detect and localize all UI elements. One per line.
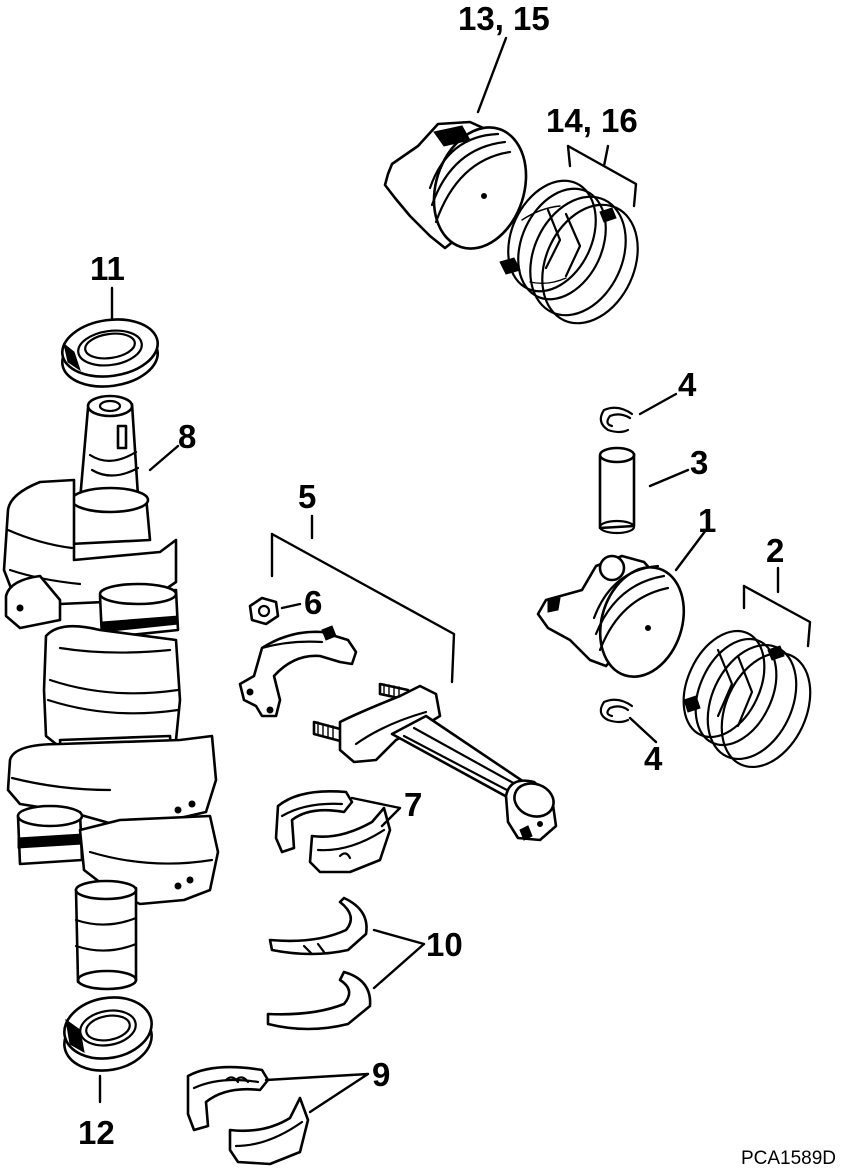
piston-13-15 (383, 120, 528, 250)
callout-5: 5 (298, 478, 316, 515)
oil-seal-12 (63, 996, 153, 1072)
callout-6: 6 (304, 584, 322, 621)
wrist-pin-3 (598, 446, 636, 535)
callout-11: 11 (90, 250, 125, 287)
callout-14-16: 14, 16 (546, 102, 638, 139)
oil-seal-11 (61, 318, 159, 388)
main-bearing-9 (186, 1065, 310, 1166)
callout-1: 1 (698, 502, 716, 539)
connecting-rod-5 (312, 682, 558, 842)
reference-code: PCA1589D (741, 1148, 836, 1169)
crankshaft-8 (2, 394, 220, 991)
piston-rings-14-16 (499, 179, 639, 325)
piston-rings-2 (682, 629, 812, 769)
callout-3: 3 (690, 444, 708, 481)
callout-13-15: 13, 15 (458, 0, 550, 37)
thrust-washers-10 (266, 896, 372, 1031)
callout-2: 2 (766, 532, 784, 569)
callout-4-lower: 4 (644, 740, 663, 777)
callout-10: 10 (426, 926, 463, 963)
callout-labels: 13, 15 14, 16 11 8 5 6 4 3 1 2 4 7 10 12… (78, 0, 784, 1151)
callout-7: 7 (404, 786, 422, 823)
callout-9: 9 (372, 1056, 390, 1093)
callout-8: 8 (178, 418, 196, 455)
rod-bearing-7 (274, 790, 392, 874)
callout-12: 12 (78, 1114, 115, 1151)
callout-4-upper: 4 (678, 366, 697, 403)
rod-cap (238, 625, 358, 718)
leader-lines (98, 36, 812, 1114)
clip-4-lower (599, 698, 634, 724)
nut-6 (248, 596, 280, 626)
piston-1 (536, 554, 686, 678)
clip-4-upper (599, 406, 634, 434)
